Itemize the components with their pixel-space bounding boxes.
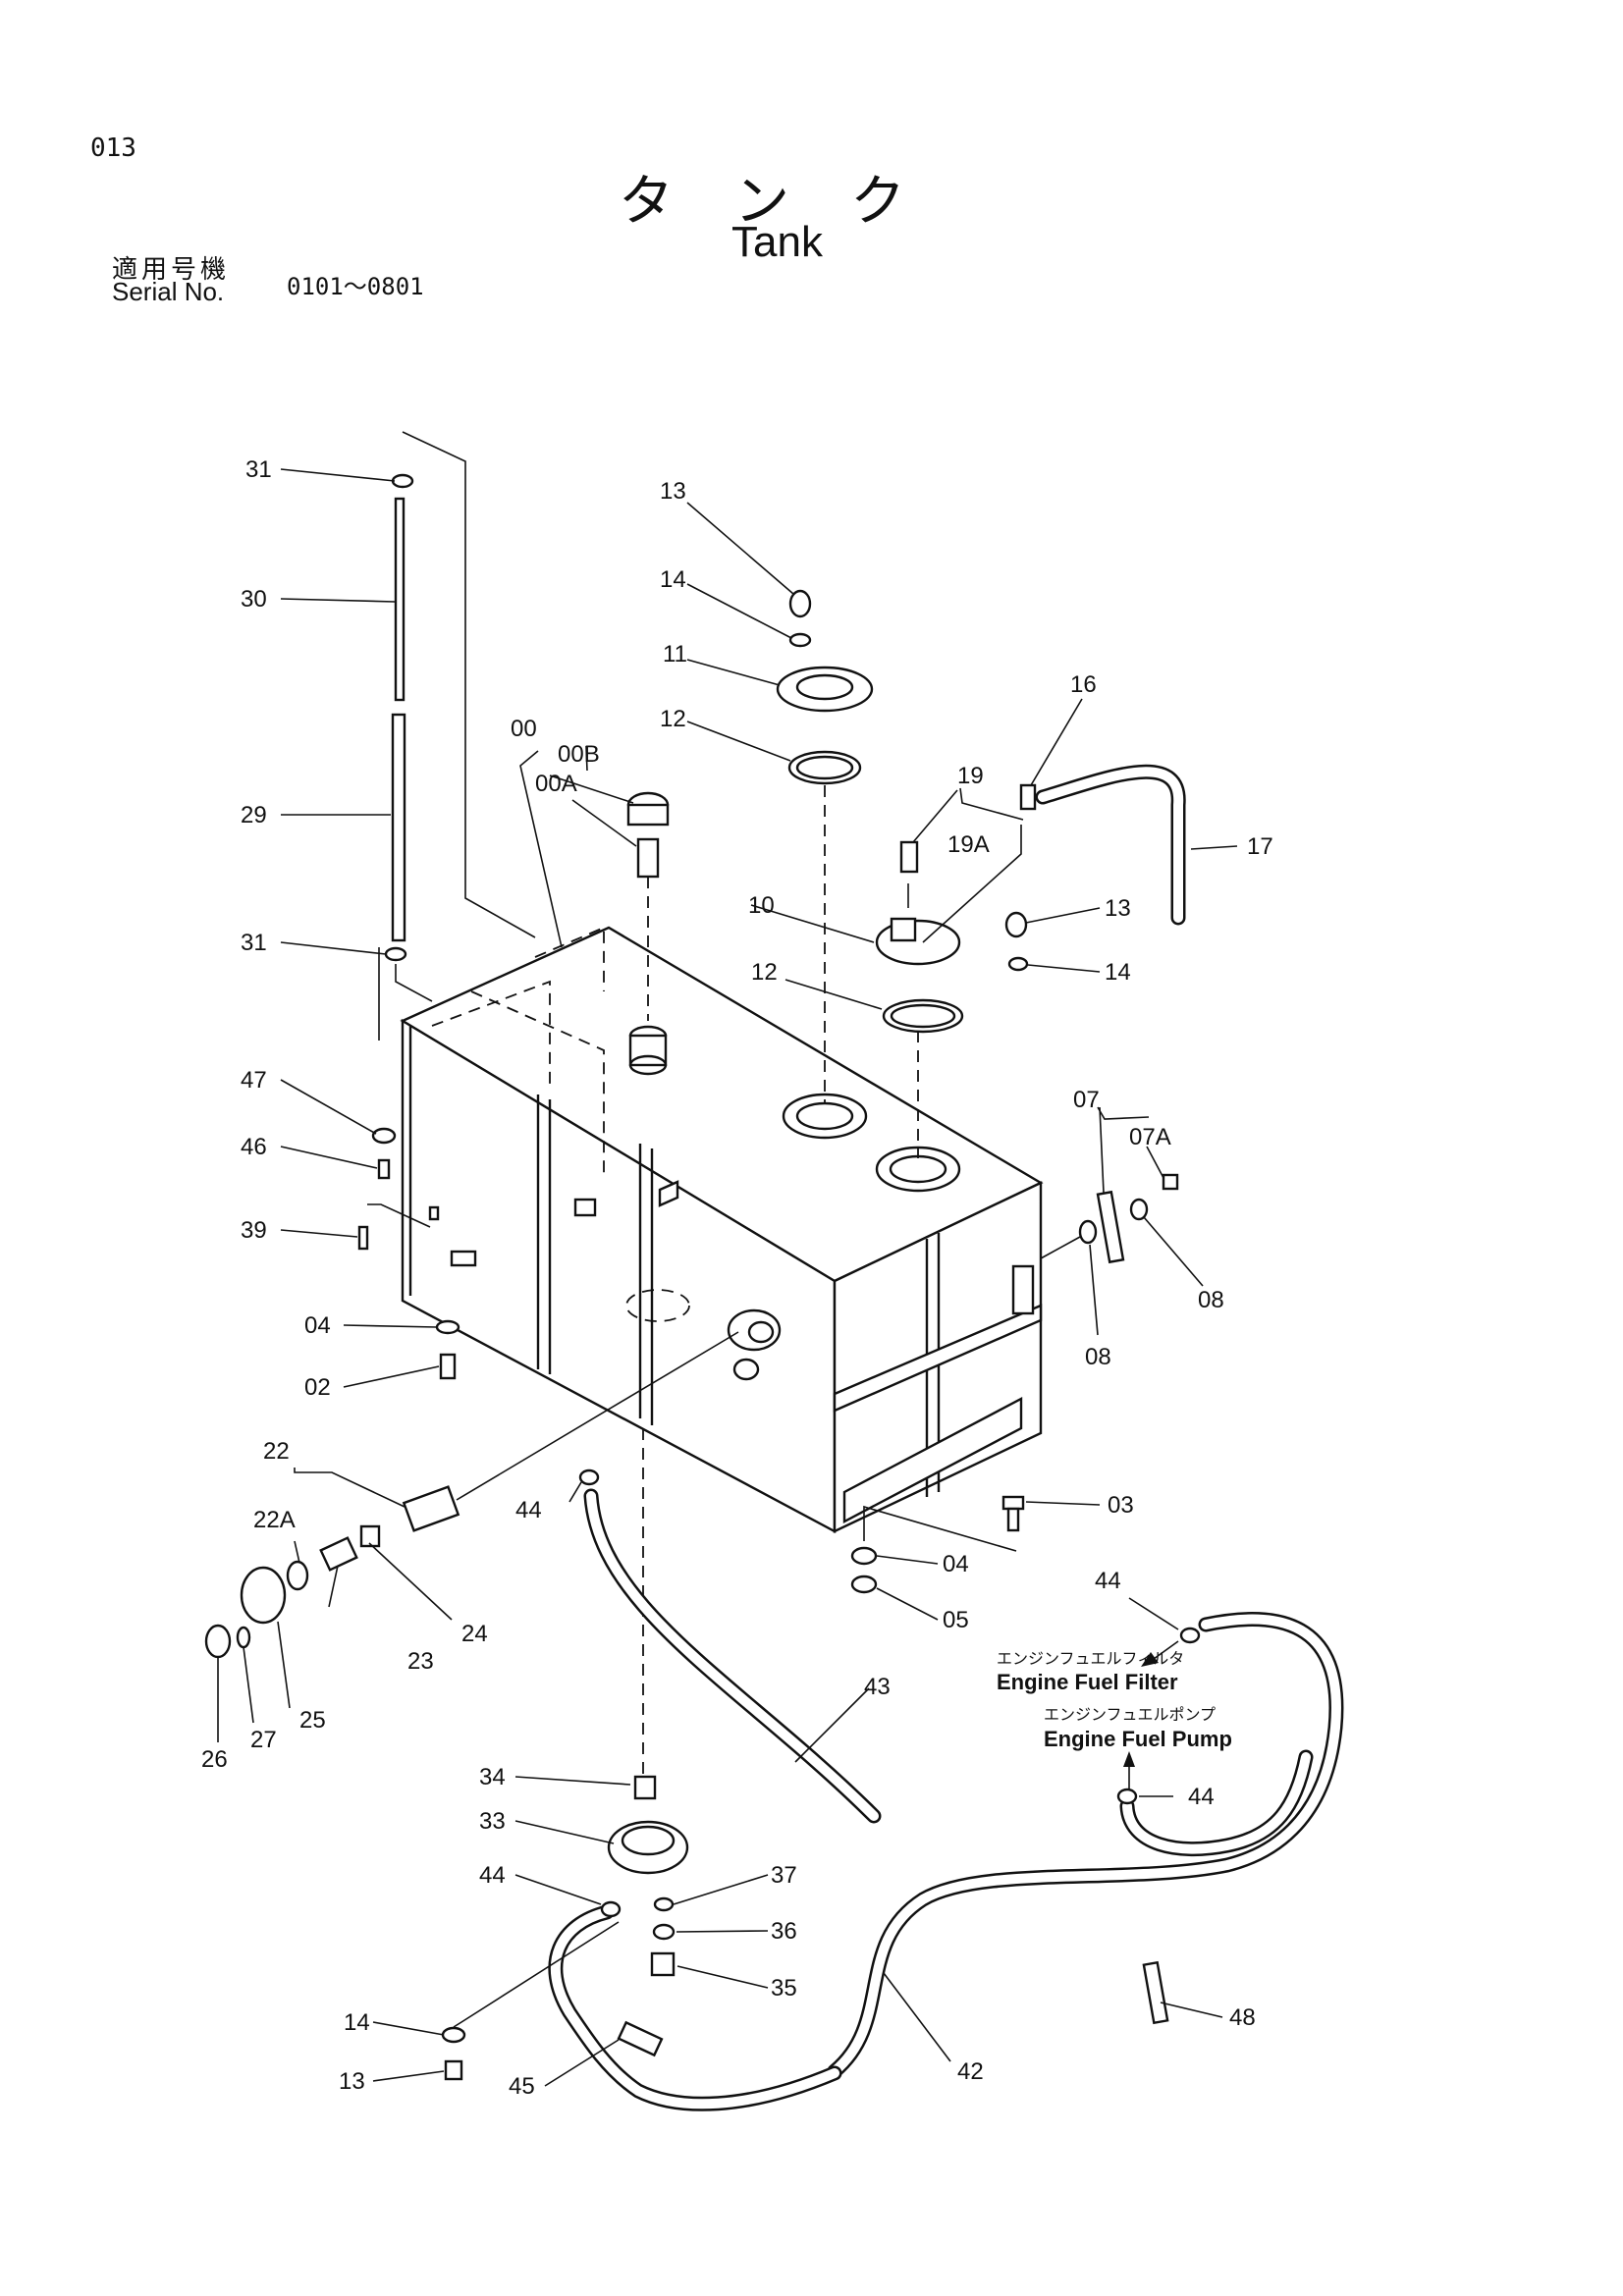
callout-46: 46 <box>241 1134 267 1160</box>
callout-02: 02 <box>304 1374 331 1401</box>
callout-08-right: 08 <box>1198 1287 1224 1313</box>
callout-19a: 19A <box>947 831 990 858</box>
callout-39: 39 <box>241 1217 267 1244</box>
callout-44-pump: 44 <box>1188 1784 1215 1810</box>
callout-23: 23 <box>407 1648 434 1675</box>
callout-07a: 07A <box>1129 1124 1171 1150</box>
cover-assemblies <box>626 589 1186 1158</box>
callout-04-right: 04 <box>943 1551 969 1577</box>
callout-13-bottom: 13 <box>339 2068 365 2095</box>
leader-lines <box>217 468 1238 2087</box>
callout-04-left: 04 <box>304 1312 331 1339</box>
callout-08-left: 08 <box>1085 1344 1111 1370</box>
callout-14-right: 14 <box>1105 959 1131 986</box>
callout-44-tank: 44 <box>515 1497 542 1523</box>
callout-31-bottom: 31 <box>241 930 267 956</box>
connection-notes: エンジンフュエルフィルタ Engine Fuel Filter エンジンフュエル… <box>997 1650 1232 1751</box>
callout-03: 03 <box>1108 1492 1134 1519</box>
callout-14-top: 14 <box>660 566 686 593</box>
serial-number-label: Serial No. <box>112 277 225 306</box>
callout-00a: 00A <box>535 771 577 797</box>
callout-45: 45 <box>509 2073 535 2100</box>
callout-07: 07 <box>1073 1087 1100 1113</box>
callout-10: 10 <box>748 892 775 919</box>
callout-00b: 00B <box>558 741 600 768</box>
callout-25: 25 <box>299 1707 326 1734</box>
callout-27: 27 <box>250 1727 277 1753</box>
callout-30: 30 <box>241 586 267 613</box>
applicable-models-label-ja: 適用号機 <box>112 255 231 285</box>
callout-24: 24 <box>461 1621 488 1647</box>
engine-fuel-filter-label-ja: エンジンフュエルフィルタ <box>997 1650 1184 1668</box>
callout-26: 26 <box>201 1746 228 1773</box>
callout-19: 19 <box>957 763 984 789</box>
callout-00: 00 <box>511 716 537 742</box>
engine-fuel-filter-label: Engine Fuel Filter <box>997 1670 1178 1694</box>
callout-22: 22 <box>263 1438 290 1465</box>
callout-44-drain: 44 <box>479 1862 506 1889</box>
callout-05: 05 <box>943 1607 969 1633</box>
callout-17: 17 <box>1247 833 1273 860</box>
callout-31-top: 31 <box>245 456 272 483</box>
tank-body <box>400 926 1044 1534</box>
page-number: 013 <box>90 133 136 163</box>
title-japanese: タンク <box>619 170 966 234</box>
callout-12-top: 12 <box>660 706 686 732</box>
callout-29: 29 <box>241 802 267 828</box>
callout-13-top: 13 <box>660 478 686 505</box>
callout-14-bottom: 14 <box>344 2009 370 2036</box>
engine-fuel-pump-label: Engine Fuel Pump <box>1044 1727 1232 1751</box>
callout-35: 35 <box>771 1975 797 2002</box>
callout-44-filter: 44 <box>1095 1568 1121 1594</box>
callout-48: 48 <box>1229 2004 1256 2031</box>
callout-16: 16 <box>1070 671 1097 698</box>
callout-42: 42 <box>957 2058 984 2085</box>
callout-22a: 22A <box>253 1507 296 1533</box>
hoses <box>548 1468 1344 2111</box>
callout-33: 33 <box>479 1808 506 1835</box>
strainer-and-bracket-parts <box>204 1173 1179 2081</box>
callout-11: 11 <box>663 641 687 667</box>
callout-47: 47 <box>241 1067 267 1094</box>
level-gauge-parts <box>357 431 536 1380</box>
title-english: Tank <box>731 218 823 266</box>
callout-43: 43 <box>864 1674 891 1700</box>
serial-number-range: 0101～0801 <box>287 273 424 300</box>
callout-37: 37 <box>771 1862 797 1889</box>
callout-labels: 31 30 29 31 47 46 39 04 02 22 22A 25 26 … <box>201 456 1273 2100</box>
callout-34: 34 <box>479 1764 506 1790</box>
callout-13-right: 13 <box>1105 895 1131 922</box>
engine-fuel-pump-label-ja: エンジンフュエルポンプ <box>1044 1706 1216 1724</box>
callout-36: 36 <box>771 1918 797 1945</box>
callout-12-mid: 12 <box>751 959 778 986</box>
